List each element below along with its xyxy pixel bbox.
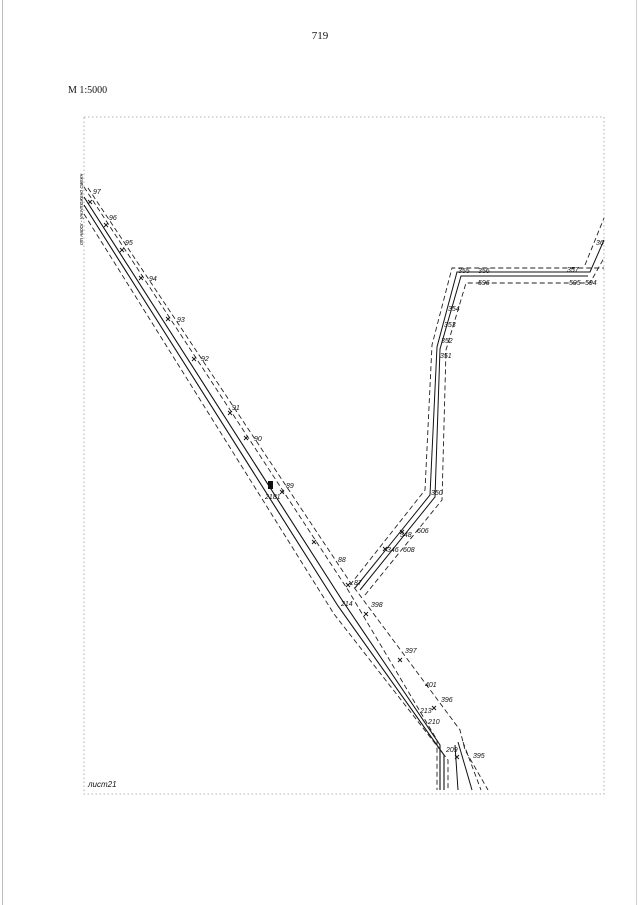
label-353: 353 [444,322,456,329]
main-corridor-axis-line-1 [83,196,441,790]
label-355: 355 [458,268,470,275]
marker-97 [87,199,93,205]
label-89: 89 [286,483,294,490]
main-corridor-branch-line-1 [454,744,459,791]
label-87: 87 [354,580,363,587]
sheet-label: лист21 [87,780,117,789]
label-352: 352 [441,338,453,345]
main-corridor [83,186,489,791]
main-corridor-left-boundary [83,186,438,790]
marker-395 [454,754,460,760]
marker-348 [399,529,405,535]
branch-east-boundary [584,217,605,266]
edge-note: от наоск - уничтожено смежн [79,173,85,245]
label-90: 90 [254,436,262,443]
marker-91 [227,410,233,416]
point-labels: 97 96 95 94 93 92 91 90 89 2181 88 87 21… [93,189,604,760]
marker-92 [191,356,197,362]
branch-left-boundary [349,267,604,586]
label-97: 97 [93,189,102,196]
marker-89 [279,489,285,495]
main-corridor-branch-boundary [462,741,482,791]
label-93: 93 [177,317,185,324]
label-397: 397 [405,648,418,655]
label-348: 348 [400,532,412,539]
label-396: 396 [441,697,453,704]
label-354: 354 [448,306,460,313]
marker-93 [165,316,171,322]
marker-398 [363,611,369,617]
main-corridor-branch-line-2 [457,741,473,791]
label-357: 357 [567,267,580,274]
label-213: 213 [419,708,432,715]
label-596: 596 [478,280,490,287]
map-frame [83,116,605,795]
main-corridor-right-boundary [83,213,449,790]
label-346: 346 [387,547,399,554]
marker-90 [243,435,249,441]
scan-left-edge [2,0,3,905]
main-corridor-outer-boundary [87,187,489,791]
label-94: 94 [149,276,157,283]
marker-88 [311,539,317,545]
label-595: 595 [569,280,581,287]
label-594: 594 [585,280,597,287]
branch-right-boundary [364,257,605,596]
label-395: 395 [473,753,485,760]
marker-96 [103,222,109,228]
marker-87 [345,582,351,588]
label-351: 351 [440,353,452,360]
label-398: 398 [371,602,383,609]
point-markers [87,199,460,760]
label-210: 210 [427,719,440,726]
branch-corridor [349,217,605,596]
label-214: 214 [340,601,353,608]
label-36x: 36 [596,240,604,247]
label-209: 209 [445,747,458,754]
label-606: 606 [417,528,429,535]
map-scale: М 1:5000 [68,85,108,96]
label-95: 95 [125,240,133,247]
main-corridor-marker [268,481,273,489]
label-2181: 2181 [264,494,281,501]
label-96: 96 [109,215,117,222]
main-corridor-axis-line-2 [83,204,445,790]
marker-397 [397,657,403,663]
scan-right-edge [636,0,637,905]
branch-axis-line-2 [359,275,588,591]
marker-396 [431,705,437,711]
page-number: 719 [311,30,329,42]
label-350: 350 [431,490,443,497]
label-92: 92 [201,356,209,363]
label-91: 91 [232,405,240,412]
label-88: 88 [338,557,346,564]
label-608: 608 [403,547,415,554]
marker-94 [138,275,144,281]
label-356: 356 [478,268,490,275]
label-401: 401 [425,682,437,689]
marker-346 [382,546,388,552]
branch-axis-line-1 [354,239,605,589]
marker-95 [119,247,125,253]
